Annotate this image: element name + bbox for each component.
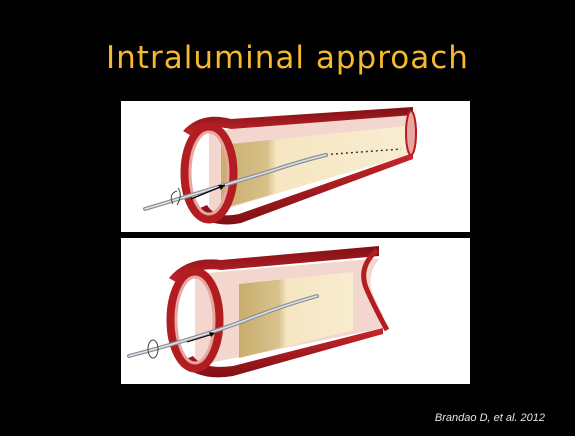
vessel-diagram-catheter-crossing-thrombus [121,101,470,232]
slide-title: Intraluminal approach [0,40,575,76]
vessel-illustration-top [121,101,470,232]
rotation-icon [171,188,180,205]
vessel-far-opening [406,111,416,155]
vessel-diagram-catheter-entering-thrombus [121,238,470,384]
citation: Brandao D, et al. 2012 [435,412,545,424]
vessel-illustration-bottom [121,238,470,384]
